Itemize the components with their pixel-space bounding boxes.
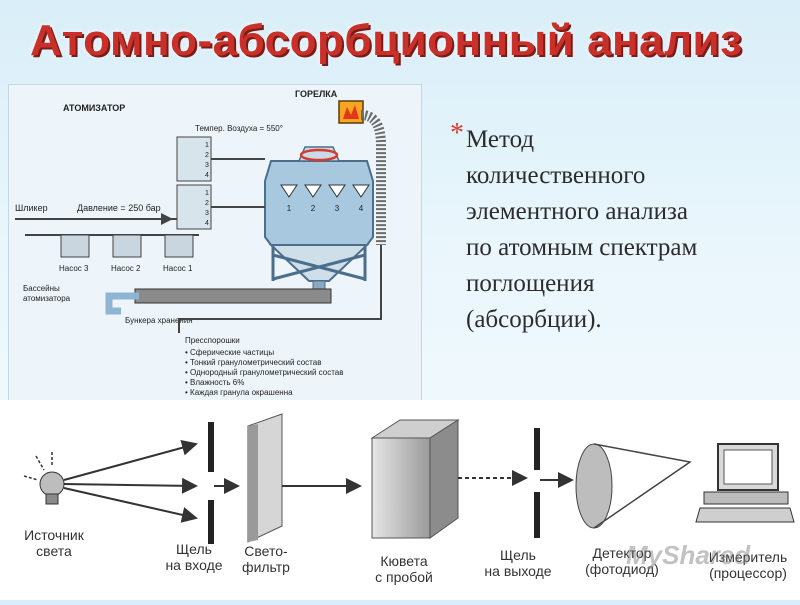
pools-label: атомизатора — [23, 294, 71, 303]
meter-label: Измеритель — [709, 549, 788, 565]
filter-label: фильтр — [242, 559, 290, 575]
pumps — [60, 234, 194, 258]
definition-line: Метод — [466, 126, 535, 153]
svg-text:3: 3 — [205, 162, 209, 169]
storage-arrow-icon — [105, 292, 139, 315]
nozzle-number: 4 — [359, 204, 364, 213]
light-filter — [247, 413, 283, 543]
press-powder-item: • Тонкий гранулометрический состав — [185, 358, 321, 367]
air-temp-label: Темпер. Воздуха = 550° — [195, 124, 283, 133]
svg-text:2: 2 — [205, 152, 209, 159]
meter-label: (процессор) — [709, 565, 787, 581]
bullet-marker: * — [450, 118, 464, 149]
press-powder-item: • Однородный гранулометрический состав — [185, 368, 343, 377]
svg-text:1: 1 — [205, 142, 209, 149]
storage-label: Бункера хранения — [125, 316, 193, 325]
cuvette — [370, 419, 460, 539]
lamp-icon — [23, 452, 65, 505]
press-powder-item: • Каждая гранула окрашенна — [185, 388, 293, 397]
pressure-label: Давление = 250 бар — [77, 203, 161, 213]
exit-slit-label: на выходе — [484, 563, 551, 579]
detector-label: Детектор — [593, 545, 652, 561]
nozzle-number: 3 — [335, 204, 340, 213]
svg-text:4: 4 — [205, 220, 209, 227]
entrance-slit-label: Щель — [176, 541, 212, 557]
nozzle-number: 2 — [311, 204, 316, 213]
optical-scheme-svg: Источник света Щель на входе Свето- филь… — [23, 413, 795, 585]
pump-label: Насос 1 — [163, 264, 193, 273]
definition-line: количественного — [466, 162, 646, 189]
light-rays — [63, 439, 198, 523]
filter-label: Свето- — [244, 543, 288, 559]
exit-slit — [534, 428, 540, 538]
cuvette-label: Кювета — [380, 553, 428, 569]
entrance-slit-label: на входе — [165, 557, 222, 573]
press-powder-item: • Влажность 6% — [185, 378, 244, 387]
svg-text:1: 1 — [205, 190, 209, 197]
definition-line: поглощения — [466, 270, 595, 297]
burner-label: ГОРЕЛКА — [295, 89, 338, 99]
slide-title: Атомно-абсорбционный анализ — [30, 16, 743, 65]
definition-line: по атомным спектрам — [466, 234, 698, 261]
svg-text:4: 4 — [205, 172, 209, 179]
nozzles — [280, 184, 370, 198]
return-line — [178, 245, 382, 333]
exit-slit-label: Щель — [500, 547, 536, 563]
slip-label: Шликер — [15, 203, 48, 213]
source-label: Источник — [24, 527, 85, 543]
definition-line: (абсорбции). — [466, 306, 602, 333]
valve-manifold-lower: 1 2 3 4 — [176, 184, 265, 230]
swirl-icon — [299, 148, 339, 162]
valve-manifold-upper: 1 2 3 4 — [176, 136, 265, 182]
entrance-slit — [208, 422, 214, 544]
press-powders-title: Пресспорошки — [185, 336, 240, 345]
svg-text:3: 3 — [205, 210, 209, 217]
pump-label: Насос 2 — [111, 264, 141, 273]
tower-legs — [271, 245, 367, 281]
conveyor — [134, 288, 332, 304]
pump-label: Насос 3 — [59, 264, 89, 273]
svg-text:2: 2 — [205, 200, 209, 207]
computer-icon — [695, 443, 795, 523]
tower-cone — [268, 244, 370, 282]
atomizer-label: АТОМИЗАТОР — [63, 103, 125, 113]
press-powder-item: • Сферические частицы — [185, 348, 274, 357]
atomizer-diagram-svg: АТОМИЗАТОР ГОРЕЛКА Темпер. Воздуха = 550… — [15, 89, 386, 397]
drying-tower — [264, 160, 374, 246]
hot-air-duct — [360, 110, 386, 245]
atomizer-diagram: АТОМИЗАТОР ГОРЕЛКА Темпер. Воздуха = 550… — [8, 84, 422, 404]
cuvette-label: с пробой — [375, 569, 433, 585]
pools-label: Бассейны — [23, 284, 60, 293]
definition-text: * Метод количественного элементного анал… — [450, 118, 786, 338]
flame-icon — [343, 105, 359, 119]
detector-label: (фотодиод) — [585, 561, 659, 577]
burner-box — [338, 100, 364, 124]
source-label: света — [36, 543, 72, 559]
watermark: MyShared — [626, 540, 751, 570]
detector — [575, 443, 692, 529]
nozzle-number: 1 — [287, 204, 292, 213]
definition-line: элементного анализа — [466, 198, 688, 225]
optical-scheme: Источник света Щель на входе Свето- филь… — [0, 400, 800, 600]
